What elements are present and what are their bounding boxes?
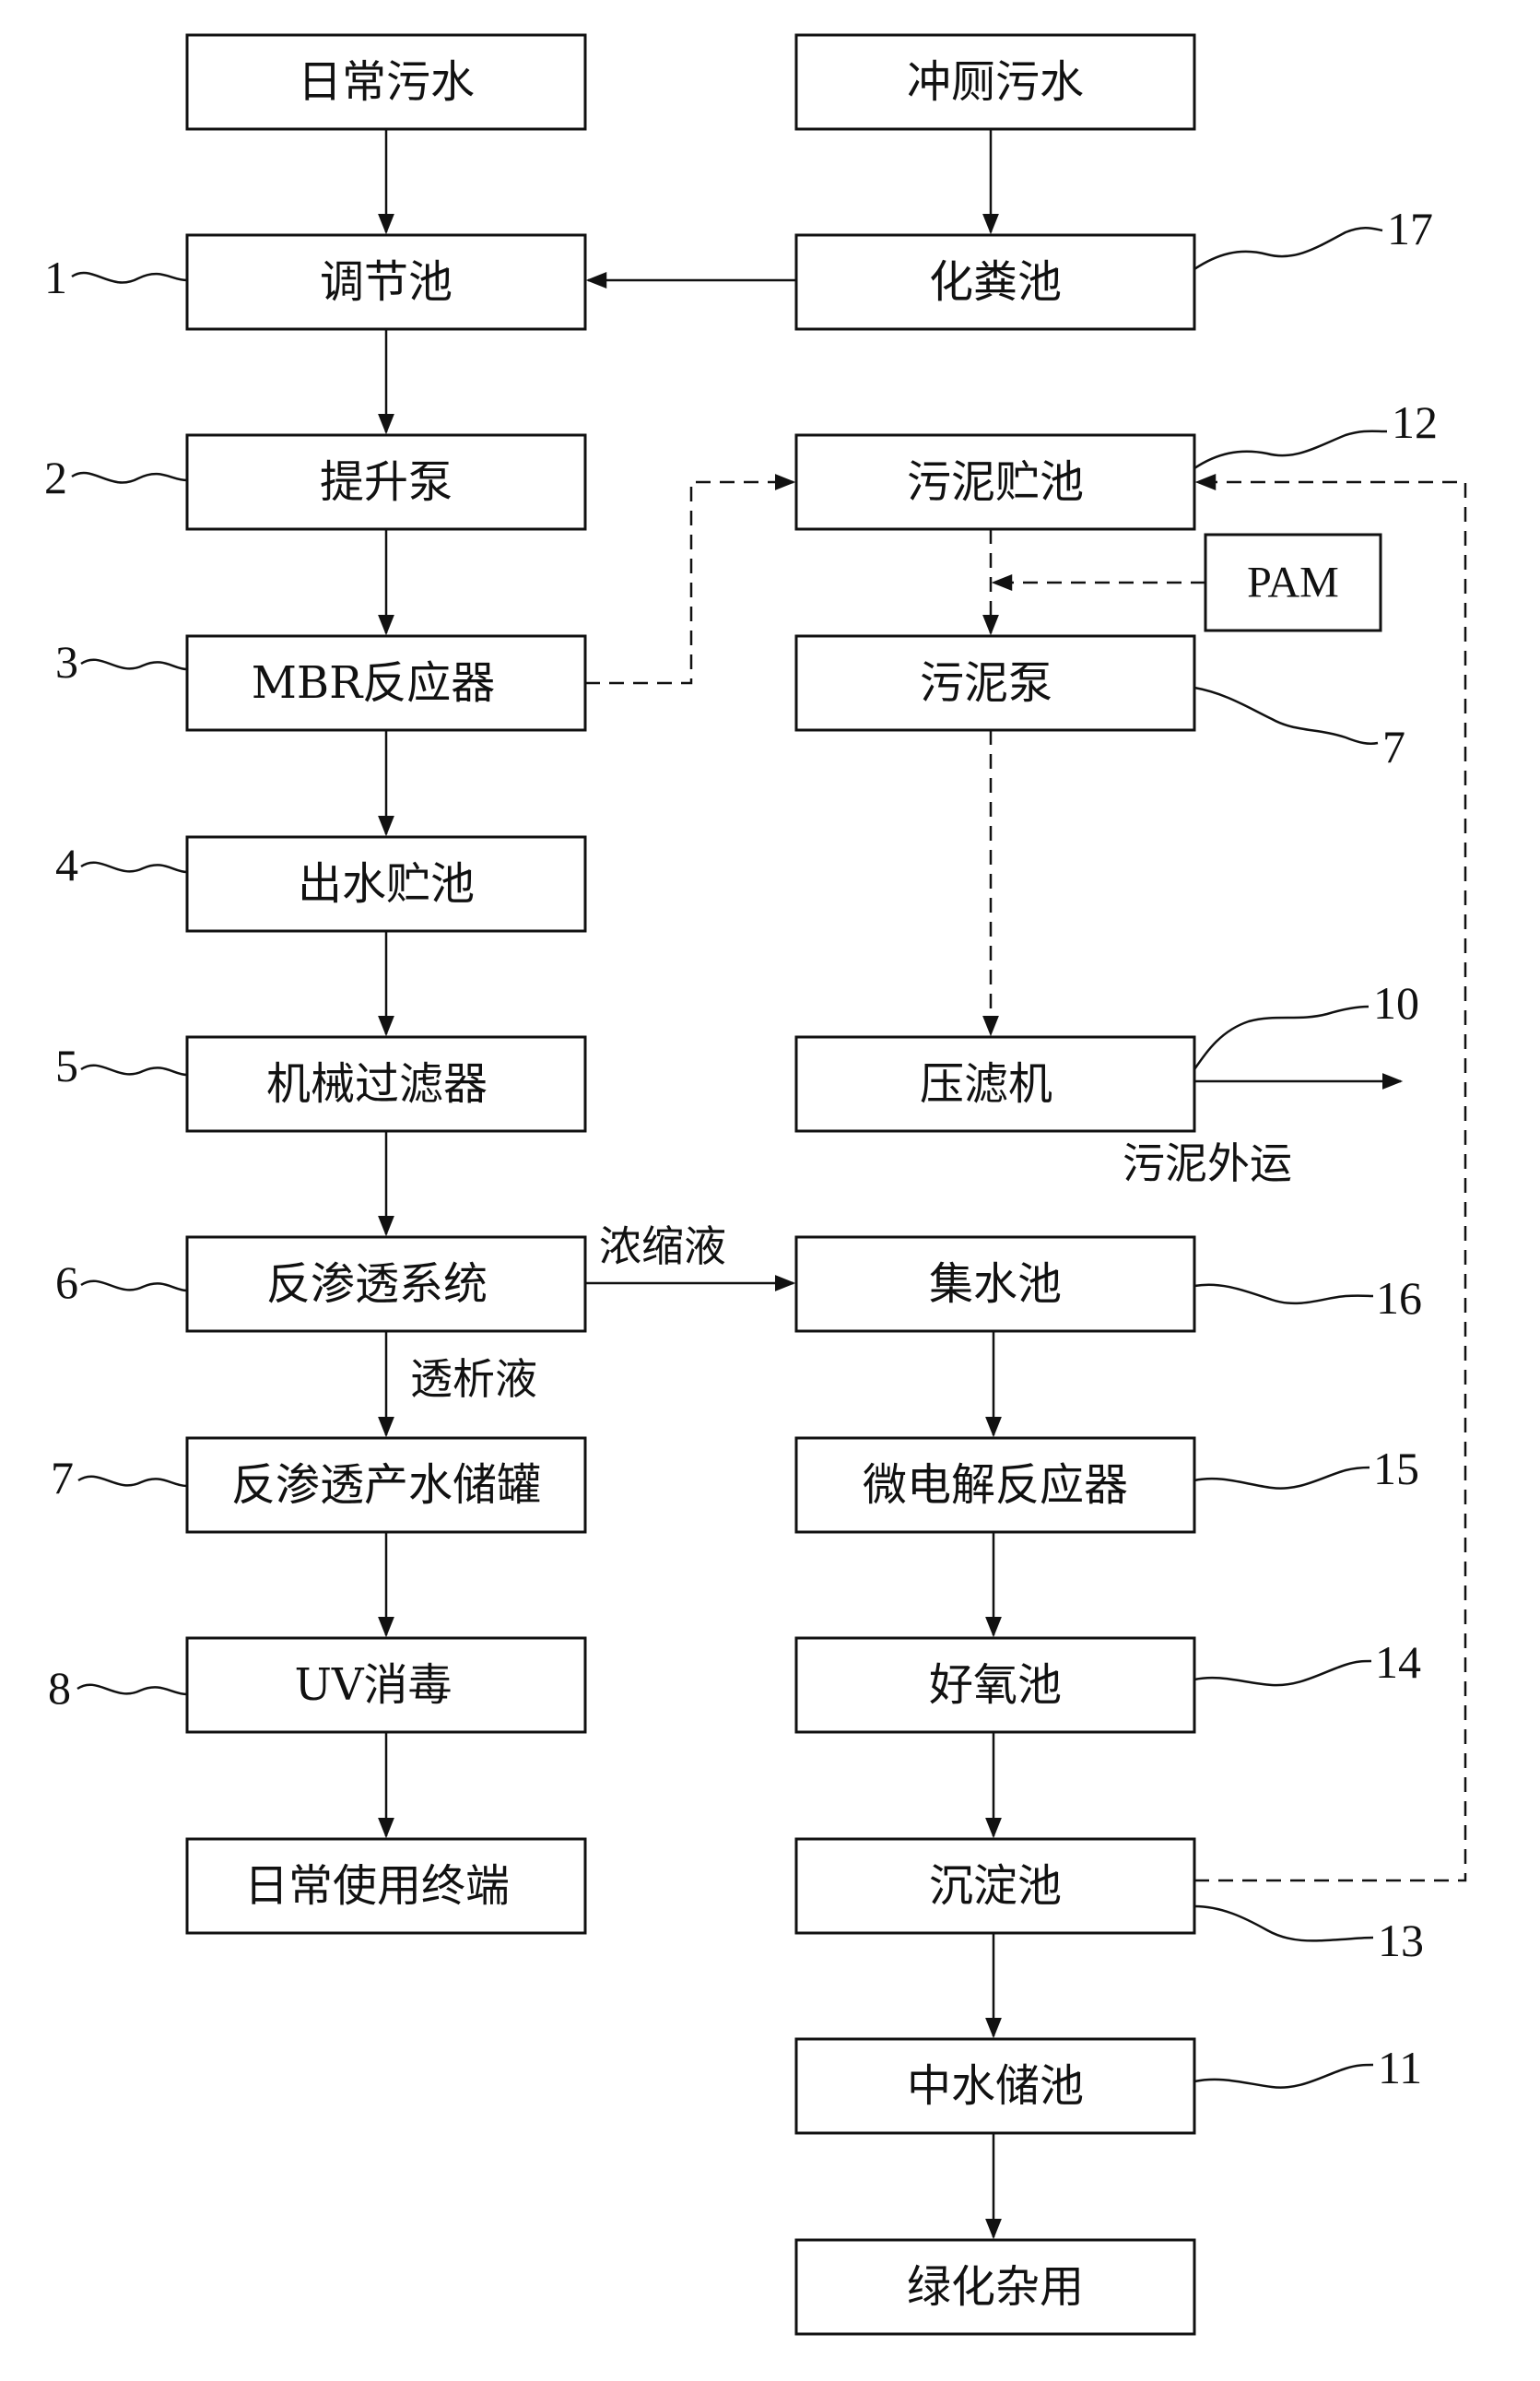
ref-numeral-12: 12	[1392, 396, 1438, 448]
box-settling-tank: 沉淀池	[794, 1837, 1196, 1935]
box-daily-terminal: 日常使用终端	[185, 1837, 587, 1935]
box-reclaimed-water-tank: 中水储池	[794, 2037, 1196, 2135]
label-sludge-out: 污泥外运	[1123, 1138, 1292, 1188]
ref-numeral-6: 6	[55, 1256, 78, 1308]
leader-7r	[1193, 686, 1379, 745]
arrow-settling-to-sludge-tank	[1194, 474, 1467, 1882]
box-lift-pump: 提升泵	[185, 433, 587, 531]
label-ro-storage: 反渗透产水储罐	[231, 1459, 541, 1511]
box-aerobic-tank: 好氧池	[794, 1636, 1196, 1734]
label-reclaimed-water-tank: 中水储池	[907, 2060, 1084, 2112]
box-toilet-sewage: 冲厕污水	[794, 33, 1196, 131]
leader-6	[80, 1279, 188, 1292]
left-reference-numerals: 1 2 3 4 5 6 7 8	[44, 252, 188, 1714]
label-ro-system: 反渗透系统	[266, 1258, 488, 1310]
label-daily-sewage: 日常污水	[298, 56, 475, 108]
box-collection-tank: 集水池	[794, 1235, 1196, 1333]
box-sludge-tank: 污泥贮池	[794, 433, 1196, 531]
box-filter-press: 压滤机	[794, 1035, 1196, 1133]
leader-16	[1193, 1283, 1374, 1305]
leader-8	[76, 1683, 188, 1696]
label-settling-tank: 沉淀池	[929, 1860, 1062, 1912]
label-concentrate: 浓缩液	[599, 1221, 726, 1271]
box-mechanical-filter: 机械过滤器	[185, 1035, 587, 1133]
box-sludge-pump: 污泥泵	[794, 634, 1196, 732]
ref-numeral-7r: 7	[1382, 721, 1405, 772]
leader-14	[1193, 1659, 1372, 1687]
box-septic-tank: 化粪池	[794, 233, 1196, 331]
label-aerobic-tank: 好氧池	[929, 1659, 1062, 1711]
ref-numeral-13: 13	[1378, 1915, 1424, 1966]
ref-numeral-2: 2	[44, 452, 67, 503]
leader-5	[80, 1064, 188, 1077]
label-lift-pump: 提升泵	[320, 456, 453, 508]
leader-15	[1193, 1466, 1370, 1490]
label-micro-electrolysis: 微电解反应器	[863, 1459, 1128, 1511]
label-greening-use: 绿化杂用	[907, 2261, 1084, 2313]
right-flow-arrows	[585, 129, 1467, 2240]
leader-1	[71, 271, 188, 284]
leader-2	[71, 471, 188, 484]
label-filter-press: 压滤机	[920, 1058, 1052, 1110]
label-collection-tank: 集水池	[929, 1258, 1062, 1310]
label-septic-tank: 化粪池	[929, 256, 1062, 308]
ref-numeral-15: 15	[1373, 1443, 1419, 1494]
leader-10	[1193, 1005, 1370, 1070]
leader-12	[1193, 430, 1388, 470]
label-permeate: 透析液	[410, 1354, 537, 1404]
box-effluent-tank: 出水贮池	[185, 835, 587, 933]
right-reference-numerals: 17 12 7 10 16 15 14 13 11	[1193, 203, 1438, 2093]
ref-numeral-5: 5	[55, 1040, 78, 1091]
ref-numeral-14: 14	[1375, 1636, 1421, 1688]
box-mbr-reactor: MBR反应器	[185, 634, 587, 732]
arrow-mbr-to-sludge-tank	[585, 474, 796, 685]
ref-numeral-16: 16	[1376, 1272, 1422, 1324]
box-uv-disinfection: UV消毒	[185, 1636, 587, 1734]
label-sludge-tank: 污泥贮池	[907, 456, 1084, 508]
label-daily-terminal: 日常使用终端	[244, 1860, 510, 1912]
leader-3	[80, 658, 188, 671]
leader-17	[1193, 227, 1383, 271]
label-effluent-tank: 出水贮池	[298, 858, 475, 910]
box-daily-sewage: 日常污水	[185, 33, 587, 131]
label-sludge-pump: 污泥泵	[920, 657, 1052, 709]
label-pam: PAM	[1247, 559, 1339, 607]
box-regulating-tank: 调节池	[185, 233, 587, 331]
label-toilet-sewage: 冲厕污水	[907, 56, 1084, 108]
ref-numeral-1: 1	[44, 252, 67, 303]
ref-numeral-8: 8	[48, 1662, 71, 1714]
box-micro-electrolysis: 微电解反应器	[794, 1436, 1196, 1534]
label-mbr-reactor: MBR反应器	[252, 657, 496, 709]
label-uv-disinfection: UV消毒	[294, 1659, 452, 1711]
box-ro-storage: 反渗透产水储罐	[185, 1436, 587, 1534]
ref-numeral-17: 17	[1387, 203, 1433, 254]
ref-numeral-10: 10	[1373, 977, 1419, 1029]
leader-4	[80, 861, 188, 874]
leader-11	[1193, 2063, 1374, 2089]
leader-13	[1193, 1904, 1374, 1942]
box-ro-system: 反渗透系统	[185, 1235, 587, 1333]
leader-7	[77, 1475, 188, 1488]
ref-numeral-3: 3	[55, 636, 78, 688]
ref-numeral-11: 11	[1378, 2042, 1422, 2093]
label-mechanical-filter: 机械过滤器	[266, 1058, 488, 1110]
ref-numeral-7: 7	[51, 1452, 74, 1503]
box-pam: PAM	[1204, 533, 1382, 632]
ref-numeral-4: 4	[55, 839, 78, 890]
label-regulating-tank: 调节池	[320, 256, 453, 308]
box-greening-use: 绿化杂用	[794, 2238, 1196, 2336]
